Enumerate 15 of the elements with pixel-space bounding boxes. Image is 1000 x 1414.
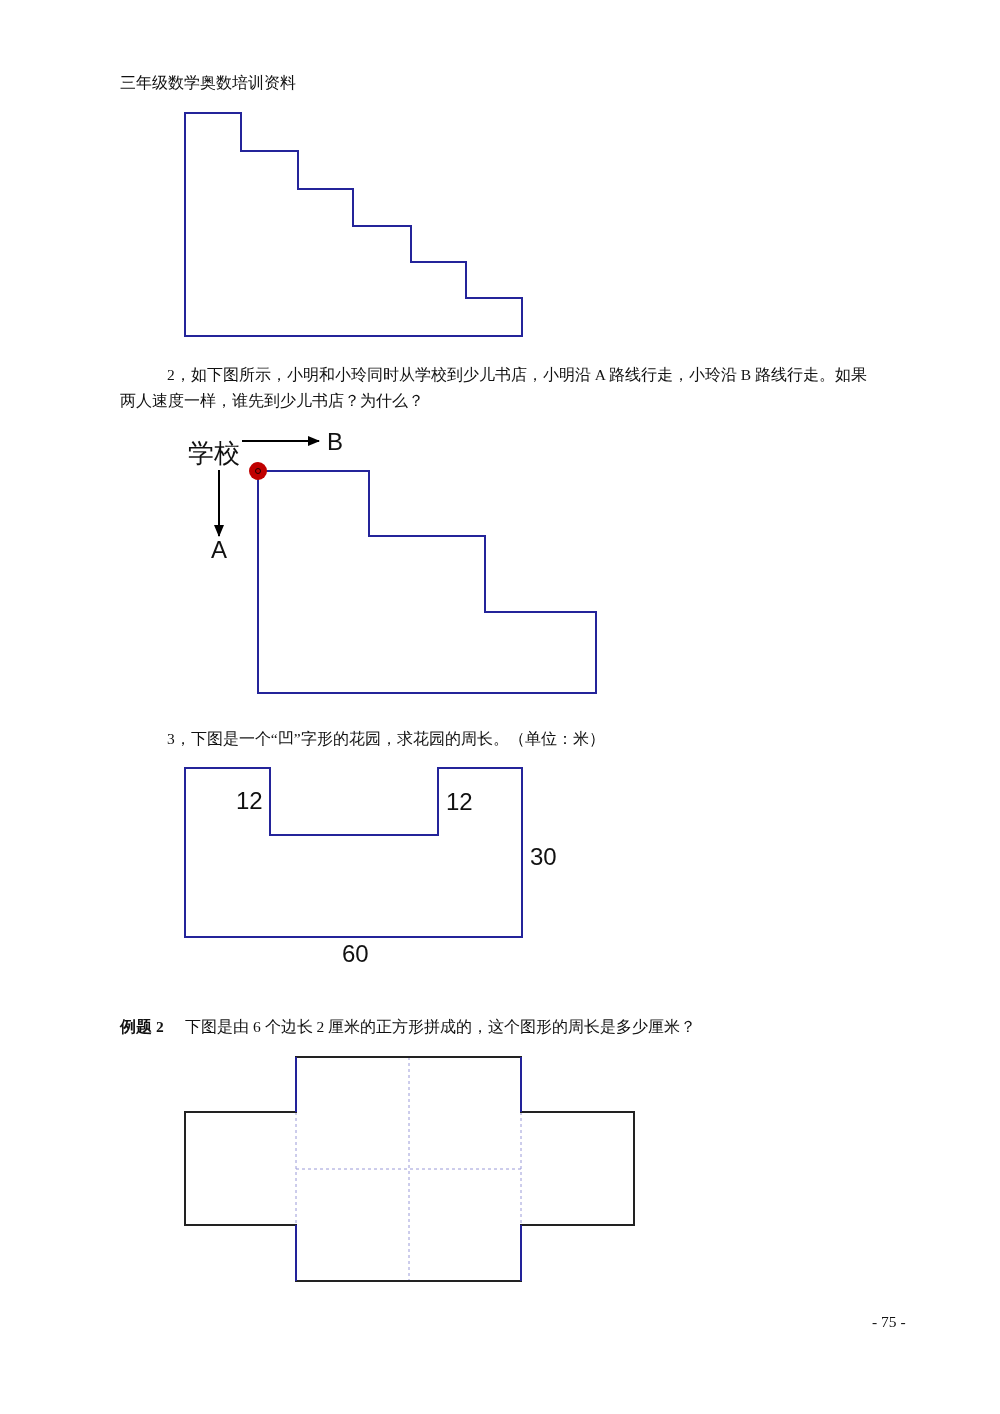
place-label: 学校 — [188, 440, 240, 466]
route-label: B — [327, 430, 343, 454]
problem-text: 下图是由 6 个边长 2 厘米的正方形拼成的，这个图形的周长是多少厘米？ — [185, 1017, 696, 1037]
dimension-label: 60 — [342, 942, 369, 966]
problem-text: 3，下图是一个“凹”字形的花园，求花园的周长。（单位：米） — [167, 729, 605, 749]
problem-text: 2，如下图所示，小明和小玲同时从学校到少儿书店，小明沿 A 路线行走，小玲沿 B 路线行走。如果两人速度一样，谁先到少儿书店？为什么？ — [120, 365, 868, 411]
example-heading: 例题 2 — [120, 1017, 164, 1037]
arrow — [214, 469, 224, 537]
page-number: - 75 - — [872, 1313, 906, 1331]
page-header: 三年级数学奥数培训资料 — [120, 73, 296, 93]
dimension-label: 12 — [446, 790, 473, 814]
dimension-label: 30 — [530, 845, 557, 869]
dimension-label: 12 — [236, 789, 263, 813]
arrow — [241, 436, 320, 446]
route-label: A — [211, 538, 227, 562]
